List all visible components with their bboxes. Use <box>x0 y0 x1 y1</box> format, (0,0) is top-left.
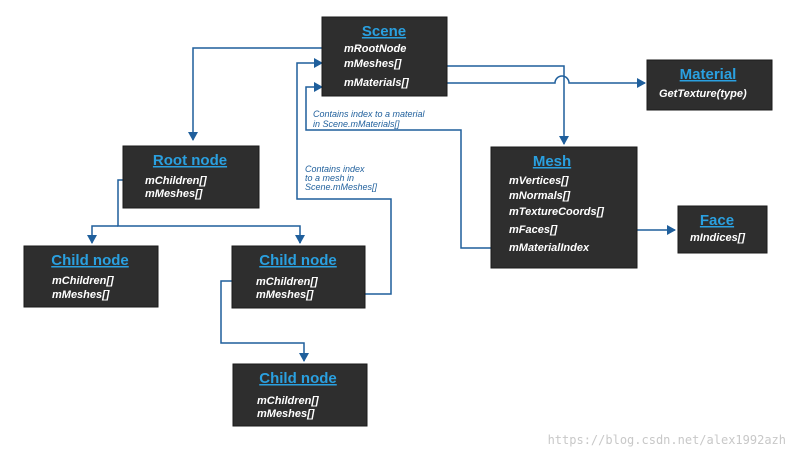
child-node-mid-field-mmeshes: mMeshes[] <box>256 289 314 301</box>
note-material-index-line: Contains index to a material <box>313 109 426 119</box>
connector-materialindex-to-materials <box>305 82 491 249</box>
child-node-bottom-field-mmeshes: mMeshes[] <box>257 408 315 420</box>
child-node-left-field-mmeshes: mMeshes[] <box>52 289 110 301</box>
note-mesh-index-line: Scene.mMeshes[] <box>305 182 378 192</box>
note-mesh-index-line: to a mesh in <box>305 173 354 183</box>
mesh-field-mvertices: mVertices[] <box>509 175 569 187</box>
child-node-left-field-mchildren: mChildren[] <box>52 275 114 287</box>
mesh-field-mmaterialindex: mMaterialIndex <box>509 242 590 254</box>
child-node-bottom-box: Child node mChildren[] mMeshes[] <box>232 363 368 427</box>
child-node-mid-title: Child node <box>259 252 337 269</box>
watermark-url: https://blog.csdn.net/alex1992azh <box>548 433 786 447</box>
child-node-bottom-title: Child node <box>259 370 337 387</box>
material-box: Material GetTexture(type) <box>646 59 773 111</box>
connector-materials-to-material <box>447 75 646 88</box>
connector-rootnode-to-root <box>188 47 322 141</box>
child-node-left-box: Child node mChildren[] mMeshes[] <box>23 245 159 308</box>
connector-childmeshes-to-meshes <box>296 58 392 295</box>
connector-child-to-grandchild <box>220 280 309 362</box>
connector-root-to-child-left <box>87 225 118 244</box>
face-box: Face mIndices[] <box>677 205 768 254</box>
root-node-title: Root node <box>153 152 227 169</box>
mesh-field-mfaces: mFaces[] <box>509 224 558 236</box>
note-mesh-index-line: Contains index <box>305 164 365 174</box>
child-node-left-title: Child node <box>51 252 129 269</box>
material-field-gettexture: GetTexture(type) <box>659 88 747 100</box>
scene-title: Scene <box>362 23 406 40</box>
root-node-box: Root node mChildren[] mMeshes[] <box>122 145 260 209</box>
scene-field-mmeshes: mMeshes[] <box>344 58 402 70</box>
mesh-field-mtexturecoords: mTextureCoords[] <box>509 206 604 218</box>
root-node-field-mmeshes: mMeshes[] <box>145 188 203 200</box>
scene-box: Scene mRootNode mMeshes[] mMaterials[] <box>321 16 448 97</box>
child-node-bottom-field-mchildren: mChildren[] <box>257 395 319 407</box>
child-node-mid-box: Child node mChildren[] mMeshes[] <box>231 245 366 309</box>
child-node-mid-field-mchildren: mChildren[] <box>256 276 318 288</box>
material-title: Material <box>680 66 737 83</box>
mesh-title: Mesh <box>533 153 571 170</box>
face-field-mindices: mIndices[] <box>690 232 745 244</box>
scene-field-mmaterials: mMaterials[] <box>344 77 409 89</box>
connector-meshes-to-mesh <box>447 65 569 145</box>
root-node-field-mchildren: mChildren[] <box>145 175 207 187</box>
mesh-field-mnormals: mNormals[] <box>509 190 570 202</box>
note-material-index-line: in Scene.mMaterials[] <box>313 119 400 129</box>
note-material-index: Contains index to a material in Scene.mM… <box>313 109 427 129</box>
mesh-box: Mesh mVertices[] mNormals[] mTextureCoor… <box>490 146 638 269</box>
scene-field-mrootnode: mRootNode <box>344 43 406 55</box>
face-title: Face <box>700 212 734 229</box>
note-mesh-index: Contains index to a mesh in Scene.mMeshe… <box>305 164 378 192</box>
